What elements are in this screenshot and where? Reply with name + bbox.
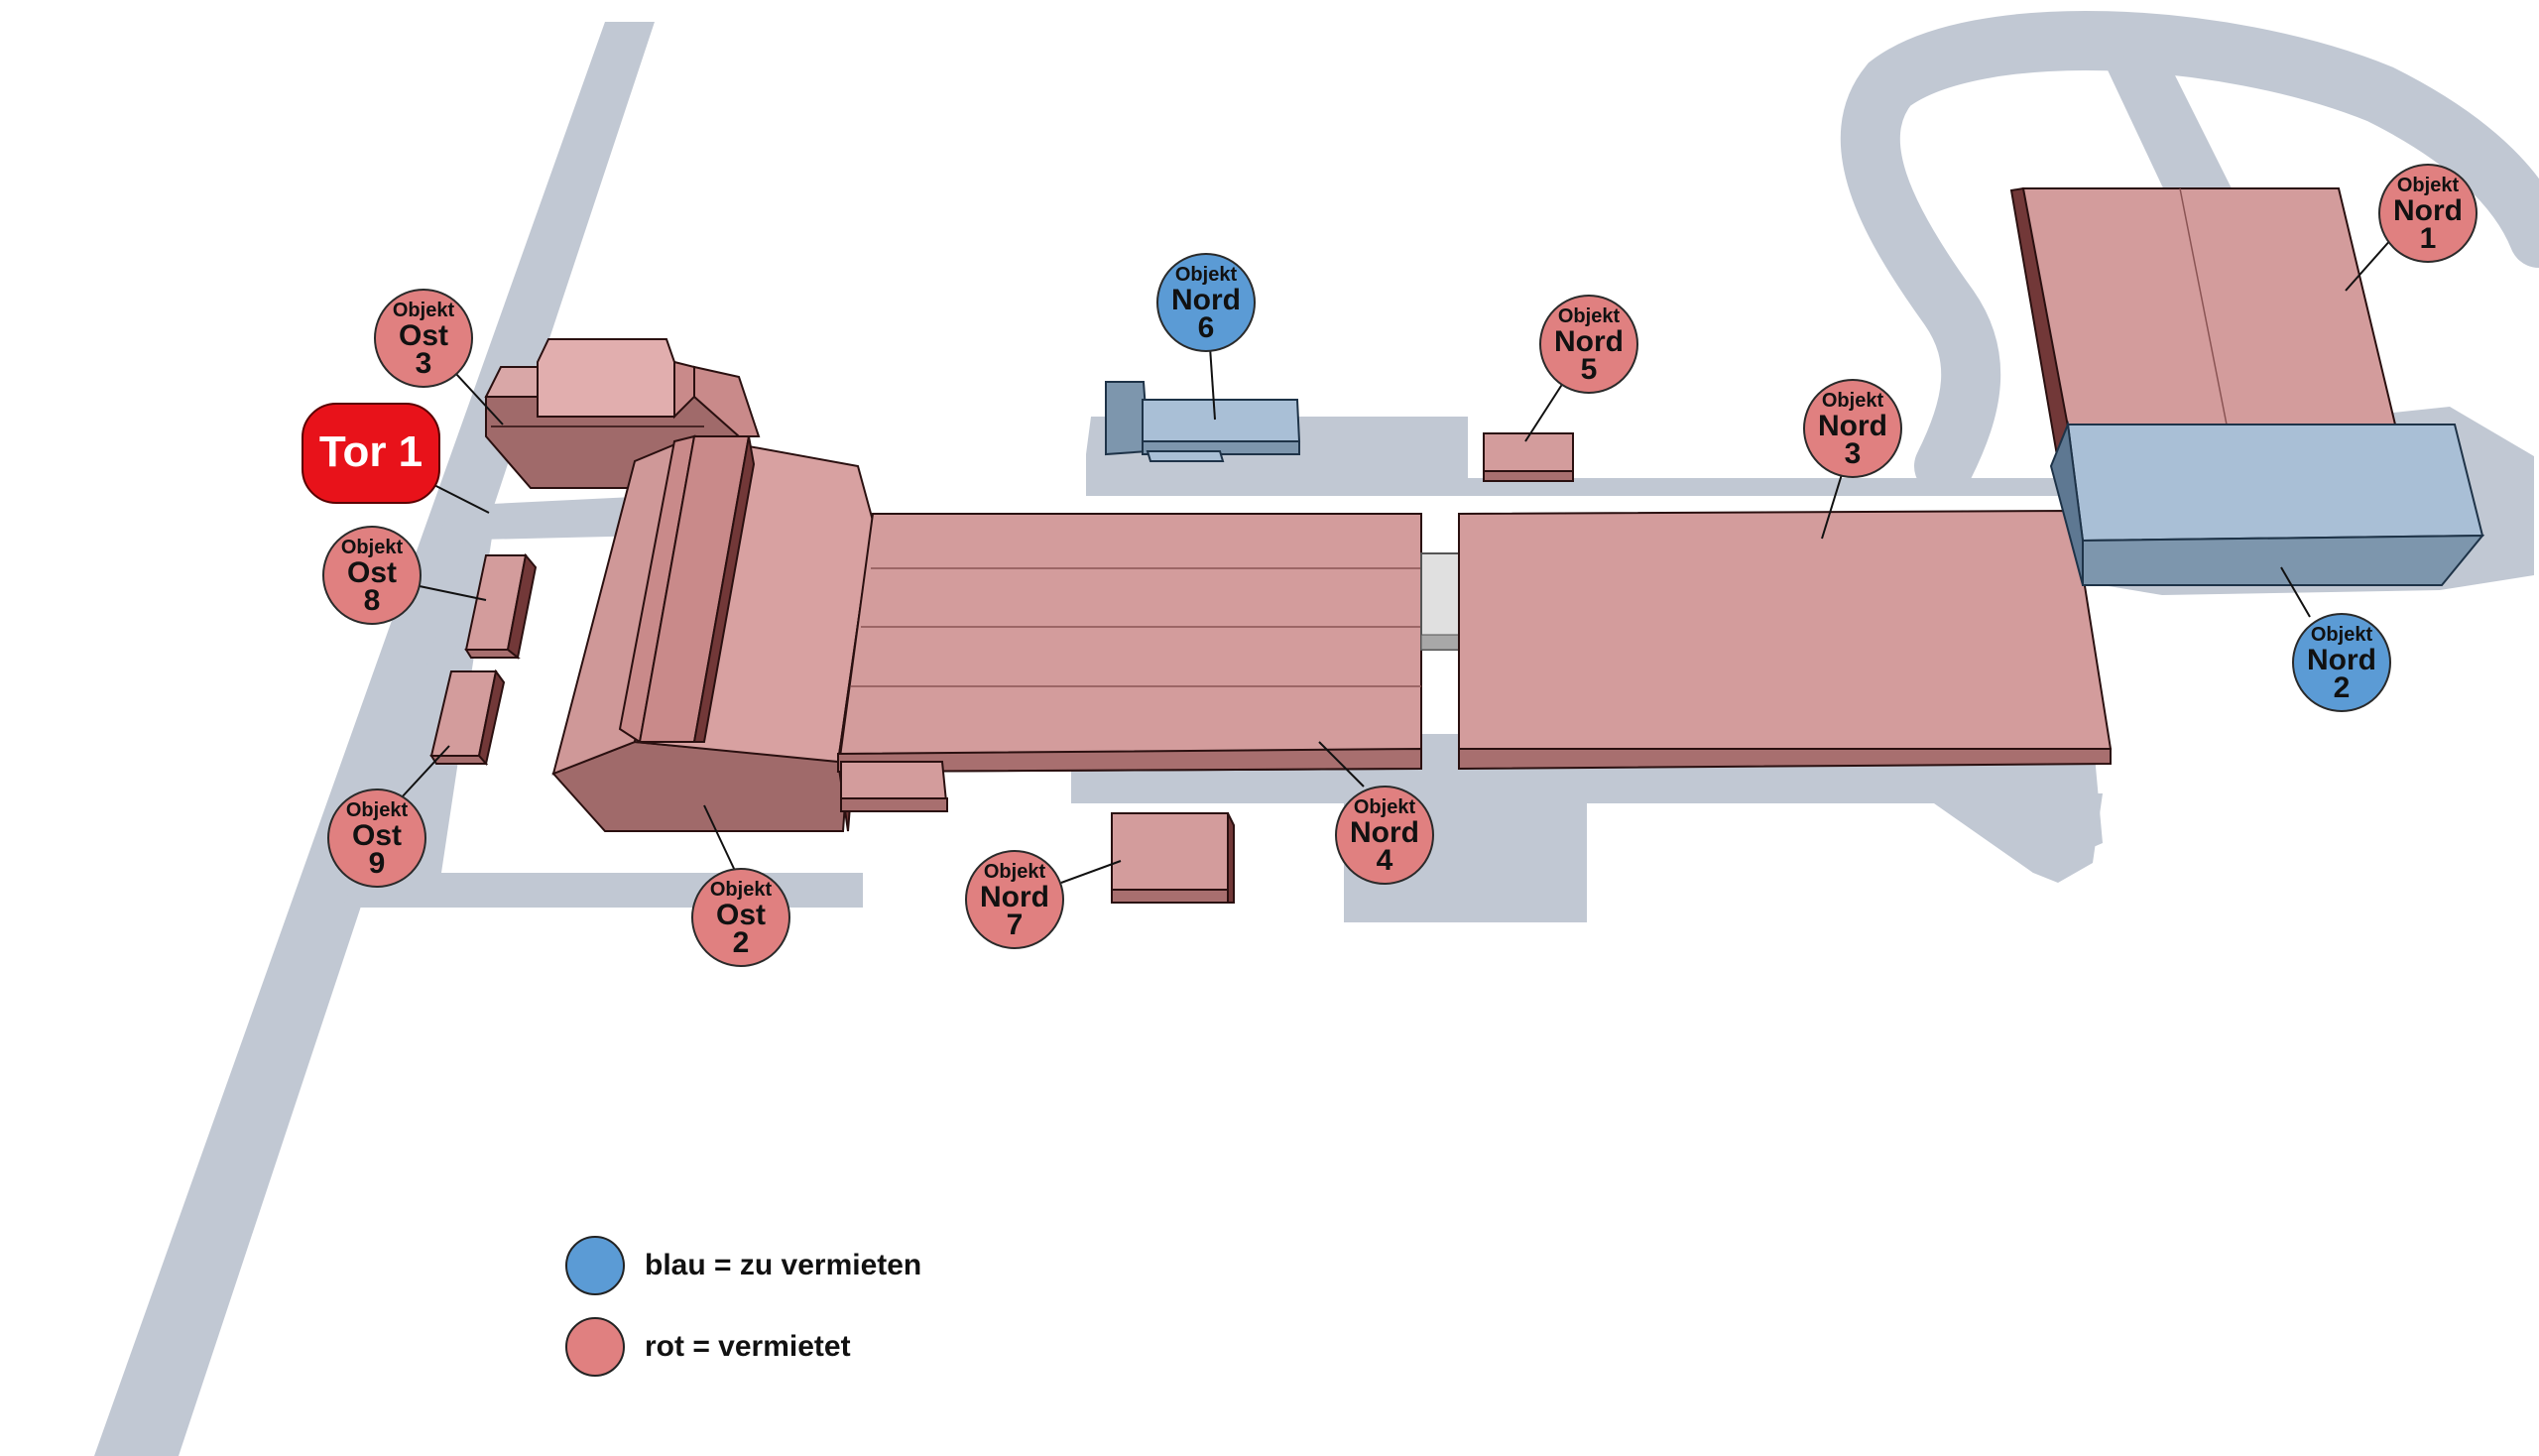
marker-line1: Objekt [1822, 390, 1884, 412]
building-ost-2[interactable] [551, 434, 875, 832]
marker-line1: Objekt [341, 537, 404, 558]
marker-line1: Objekt [1354, 796, 1416, 818]
marker-circle [374, 289, 473, 388]
marker-line1: Objekt [1175, 264, 1238, 286]
buildings [429, 186, 2485, 904]
loop-road [1840, 10, 2539, 496]
marker-line3: 6 [1198, 311, 1215, 344]
legend: blau = zu vermieten rot = vermietet [565, 1235, 921, 1397]
marker-line3: 9 [369, 847, 386, 880]
marker-line1: Objekt [2397, 175, 2460, 196]
marker-line3: 1 [2420, 222, 2437, 255]
marker-line2: Nord [1350, 816, 1419, 849]
marker-line2: Nord [1171, 284, 1241, 316]
marker-line2: Nord [2393, 194, 2463, 227]
marker-circle [1335, 786, 1434, 885]
gate-tor-1[interactable]: Tor 1 [302, 403, 440, 504]
marker-line3: 8 [364, 584, 381, 617]
marker-line1: Objekt [2311, 624, 2373, 646]
marker-circle [1803, 379, 1902, 478]
north-access-road [2103, 50, 2241, 228]
building-nord-1[interactable] [2009, 186, 2397, 465]
marker-line2: Nord [1818, 410, 1887, 442]
building-ost-8[interactable] [464, 552, 538, 660]
marker-line3: 3 [416, 347, 432, 380]
marker-circle [1539, 295, 1638, 394]
marker-line3: 4 [1377, 844, 1393, 877]
marker-line1: Objekt [710, 879, 773, 901]
leader-lines [400, 237, 2393, 884]
marker-circle [965, 850, 1064, 949]
marker-circle [1156, 253, 1256, 352]
marker-circle [2292, 613, 2391, 712]
marker-line2: Ost [399, 319, 448, 352]
markers: ObjektOst3ObjektOst8ObjektOst9ObjektOst2… [322, 164, 2478, 967]
access-road-north [1086, 417, 2113, 496]
marker-line1: Objekt [346, 799, 409, 821]
marker-line2: Ost [716, 899, 766, 931]
marker-line3: 2 [733, 926, 750, 959]
legend-available: blau = zu vermieten [565, 1235, 921, 1296]
legend-red-dot [565, 1317, 625, 1377]
building-nord-4[interactable] [836, 513, 1422, 812]
marker-line3: 7 [1007, 909, 1024, 941]
courtyard-south [848, 734, 2103, 922]
marker-line2: Nord [1554, 325, 1624, 358]
marker-line2: Nord [980, 881, 1049, 913]
building-nord-5[interactable] [1483, 432, 1574, 482]
marker-line2: Nord [2307, 644, 2376, 676]
gate-label: Tor 1 [319, 427, 423, 476]
marker-line2: Ost [347, 556, 397, 589]
legend-rented: rot = vermietet [565, 1316, 921, 1378]
building-nord-7[interactable] [1111, 812, 1235, 904]
marker-line3: 3 [1845, 437, 1862, 470]
marker-line2: Ost [352, 819, 402, 852]
legend-rented-label: rot = vermietet [645, 1330, 851, 1363]
building-connector [1420, 552, 1460, 651]
building-nord-2[interactable] [2049, 421, 2485, 586]
legend-blue-dot [565, 1236, 625, 1295]
access-lane-south [1934, 793, 2103, 883]
marker-circle [691, 868, 790, 967]
marker-circle [2378, 164, 2478, 263]
marker-line1: Objekt [984, 861, 1046, 883]
legend-available-label: blau = zu vermieten [645, 1249, 922, 1281]
marker-line3: 2 [2334, 671, 2351, 704]
building-nord-3[interactable] [1458, 509, 2113, 771]
marker-circle [327, 789, 426, 888]
building-nord-6[interactable] [1105, 381, 1301, 462]
marker-line1: Objekt [393, 300, 455, 321]
gate-entry [436, 496, 655, 541]
marker-line1: Objekt [1558, 305, 1621, 327]
marker-circle [322, 526, 422, 625]
marker-line3: 5 [1581, 353, 1598, 386]
